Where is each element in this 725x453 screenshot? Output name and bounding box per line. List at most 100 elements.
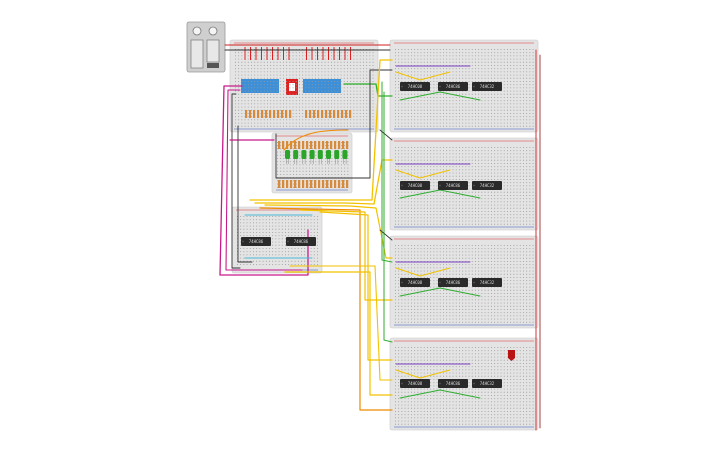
breadboard-holes [277,142,349,188]
chip-row3-a[interactable]: 74HC08 [400,278,430,287]
green-led[interactable] [342,150,348,159]
resistor [310,141,313,149]
green-led[interactable] [293,150,299,159]
chip-body [472,181,502,190]
chip-row2-c[interactable]: 74HC32 [472,181,502,190]
chip-body [400,379,430,388]
resistor [325,110,328,118]
wire [254,159,393,205]
resistor [310,180,313,188]
pushbutton-cap [289,83,295,91]
wire [275,69,393,179]
chip-label: 74HC86 [446,280,461,285]
chip-row1-c[interactable]: 74HC32 [472,82,502,91]
wire [249,59,393,201]
resistor [298,180,301,188]
dip-switch-left[interactable] [241,79,279,93]
battery-pack-icon[interactable] [186,21,226,73]
resistor [346,141,349,149]
wire [225,89,303,271]
chip-notch [401,85,403,88]
wire [259,207,393,411]
green-led[interactable] [317,150,323,159]
chip-body [472,82,502,91]
resistor [302,141,305,149]
resistor [306,180,309,188]
wire [319,211,393,361]
wire [284,271,393,396]
green-led[interactable] [309,150,315,159]
chip-label: 74HC86 [294,239,309,244]
chip-body [438,278,468,287]
chip-row3-c[interactable]: 74HC32 [472,278,502,287]
wire [383,91,393,343]
chip-label: 74HC32 [480,84,495,89]
resistor [326,141,329,149]
chip-notch [439,382,441,385]
resistor [318,141,321,149]
green-led[interactable] [334,150,340,159]
resistor [333,110,336,118]
wire [399,287,481,297]
chip-body [241,237,271,246]
chip-notch [473,184,475,187]
resistor [253,110,256,118]
chip-left-a[interactable]: 74HC86 [241,237,271,246]
resistor [334,141,337,149]
wire [381,81,393,263]
chip-left-b[interactable]: 74HC86 [286,237,316,246]
resistor [329,110,332,118]
chip-body [472,278,502,287]
chip-label: 74HC86 [446,84,461,89]
chip-row4-c[interactable]: 74HC32 [472,379,502,388]
chip-row2-b[interactable]: 74HC86 [438,181,468,190]
chip-row1-b[interactable]: 74HC86 [438,82,468,91]
chip-label: 74HC86 [249,239,264,244]
wire [289,265,393,381]
chip-notch [401,382,403,385]
wire [237,125,253,263]
wire [283,129,349,151]
chip-notch [439,184,441,187]
red-led[interactable] [508,350,515,361]
resistor [282,141,285,149]
chip-row4-a[interactable]: 74HC08 [400,379,430,388]
resistor [330,141,333,149]
wire [343,83,393,97]
green-led[interactable] [301,150,307,159]
resistor [314,141,317,149]
resistor [341,110,344,118]
chip-row4-b[interactable]: 74HC86 [438,379,468,388]
resistor [289,110,292,118]
resistor [290,141,293,149]
chip-row2-a[interactable]: 74HC08 [400,181,430,190]
chip-body [472,379,502,388]
chip-notch [473,281,475,284]
chip-notch [473,382,475,385]
wire [395,267,451,277]
chip-row3-b[interactable]: 74HC86 [438,278,468,287]
green-led[interactable] [326,150,331,159]
resistor [302,180,305,188]
resistor [345,110,348,118]
chip-notch [287,240,289,243]
resistor [322,180,325,188]
resistor [346,180,349,188]
dip-switch-right[interactable] [303,79,341,93]
resistor [322,141,325,149]
chip-label: 74HC32 [480,381,495,386]
chip-body [438,82,468,91]
wire [399,91,481,101]
logic-chips: 74HC08 74HC86 74HC32 74HC08 74HC86 74HC32 74HC… [241,82,502,388]
green-led[interactable] [285,150,290,159]
resistor [282,180,285,188]
resistor [278,180,281,188]
chip-notch [439,281,441,284]
chip-row1-a[interactable]: 74HC08 [400,82,430,91]
chip-label: 74HC32 [480,183,495,188]
resistor [298,141,301,149]
resistor [278,141,281,149]
resistor [342,180,345,188]
chip-body [438,181,468,190]
resistor [294,180,297,188]
